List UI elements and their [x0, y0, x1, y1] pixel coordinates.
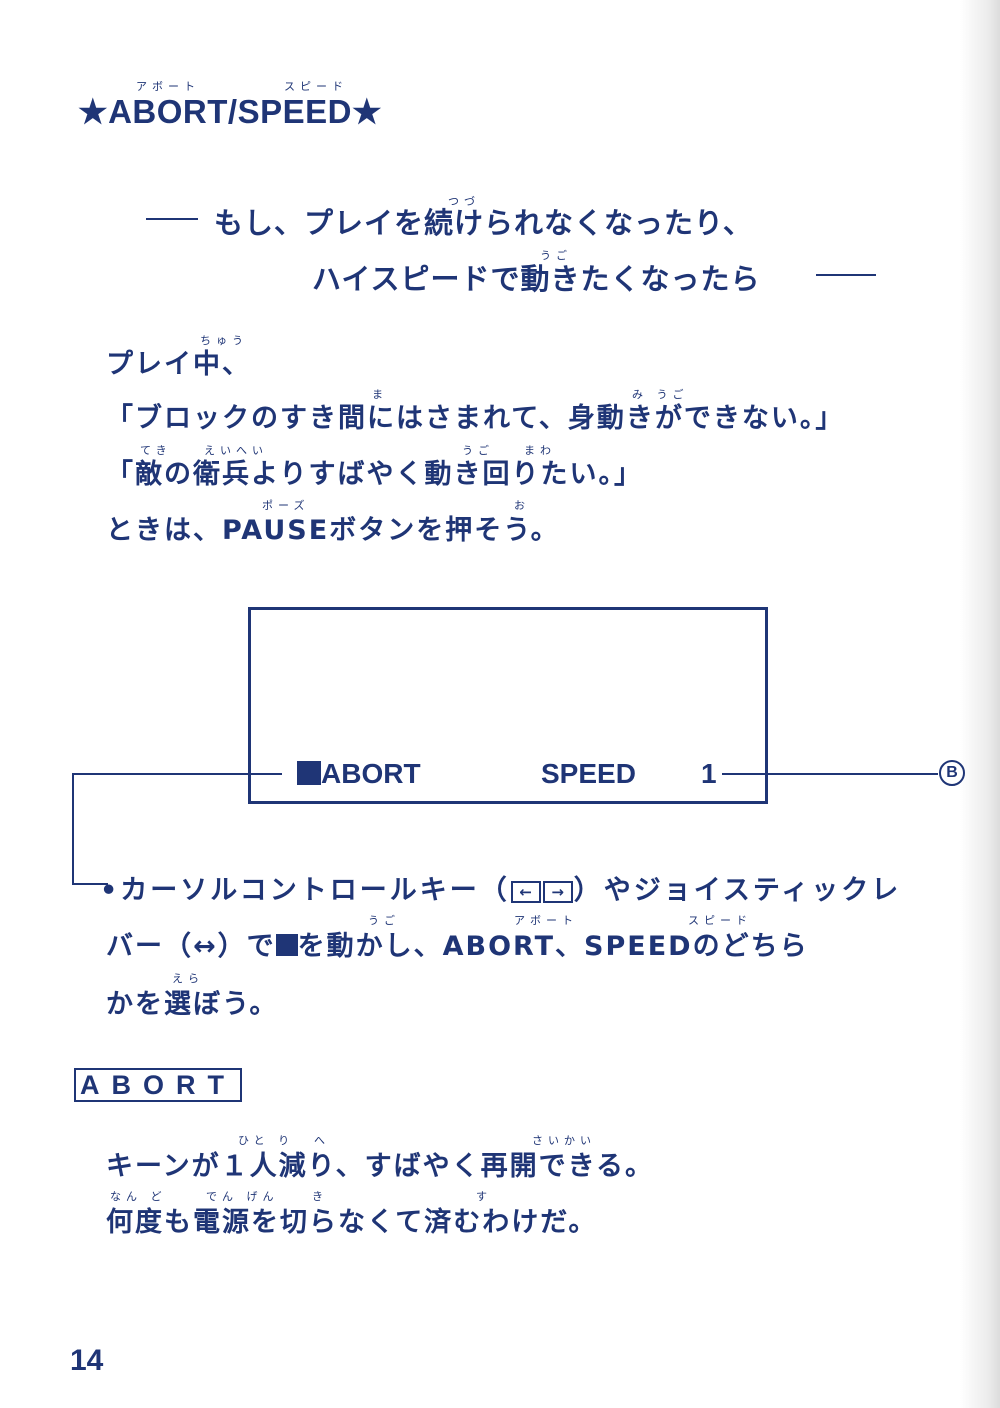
para-ruby-chuu: ちゅう — [200, 334, 248, 347]
screen-speed-label: SPEED — [541, 758, 636, 789]
cursor-right-key-icon: → — [542, 881, 573, 903]
abort-line-2: 何度も電源を切らなくて済むわけだ。 — [106, 1207, 598, 1238]
para-ruby-mawa: まわ — [524, 444, 556, 457]
para-ruby-migo: み うご — [632, 388, 689, 401]
page-edge-shadow — [960, 0, 1000, 1408]
para-ruby-ma: ま — [372, 388, 388, 401]
abort-line-1: キーンが１人減り、すばやく再開できる。 — [106, 1151, 655, 1182]
instruction-ruby-ugo: うご — [368, 914, 400, 927]
instruction-ruby-era: えら — [172, 972, 204, 985]
cursor-square-icon — [275, 934, 298, 956]
para-ruby-pause: ポーズ — [262, 499, 310, 512]
instruction-ruby-abort: アボート — [514, 914, 578, 927]
abort-ruby-nando: なん ど — [110, 1190, 167, 1203]
page-title: ★ABORT/SPEED★ — [78, 93, 383, 130]
abort-ruby-he: へ — [314, 1134, 330, 1147]
callout-line-down — [72, 773, 74, 885]
intro-line-2: ハイスピードで動きたくなったら — [312, 262, 761, 296]
para-line-2: 「ブロックのすき間にはさまれて、身動きができない。」 — [106, 403, 845, 434]
title-ruby-abort: アボート — [136, 80, 200, 93]
instruction-line-3: かを選ぼう。 — [106, 989, 279, 1020]
screen-speed-value: 1 — [701, 758, 717, 789]
para-ruby-o: お — [514, 499, 530, 512]
selection-cursor-icon — [297, 761, 321, 785]
para-ruby-ugo: うご — [462, 444, 494, 457]
abort-ruby-su: す — [476, 1190, 492, 1203]
callout-line-left — [72, 773, 282, 775]
abort-section-label: ABORT — [74, 1068, 242, 1102]
intro-dash-right — [816, 274, 876, 276]
title-ruby-speed: スピード — [284, 80, 348, 93]
cursor-left-key-icon: ← — [510, 881, 541, 903]
instruction-ruby-speed: スピード — [688, 914, 752, 927]
intro-dash-left — [146, 218, 198, 220]
para-line-1: プレイ中、 — [106, 349, 251, 380]
para-line-3: 「敵の衛兵よりすばやく動き回りたい。」 — [106, 459, 643, 490]
page-number: 14 — [70, 1344, 104, 1377]
abort-ruby-saikai: さいかい — [532, 1134, 596, 1147]
pause-screen: ABORT SPEED 1 — [248, 607, 768, 804]
abort-ruby-dengen: でん げん — [206, 1190, 279, 1203]
intro-ruby-ugo: うご — [540, 249, 572, 262]
screen-abort-option: ABORT — [297, 758, 421, 790]
abort-ruby-hitori: ひと り — [238, 1134, 295, 1147]
instruction-line-2: バー（↔）でを動かし、ABORT、SPEEDのどちら — [106, 931, 809, 962]
para-line-4: ときは、PAUSEボタンを押そう。 — [106, 515, 560, 546]
intro-ruby-tsuzu: つづ — [448, 195, 480, 208]
para-ruby-teki: てき — [140, 444, 172, 457]
abort-ruby-ki: き — [312, 1190, 328, 1203]
callout-line-to-text — [72, 883, 108, 885]
instruction-line-1: •カーソルコントロールキー（←→）やジョイスティックレ — [100, 875, 902, 906]
intro-line-1: もし、プレイを続けられなくなったり、 — [214, 206, 753, 240]
para-ruby-eihei: えいへい — [204, 444, 268, 457]
callout-b-marker: B — [939, 760, 965, 786]
callout-line-right — [722, 773, 938, 775]
